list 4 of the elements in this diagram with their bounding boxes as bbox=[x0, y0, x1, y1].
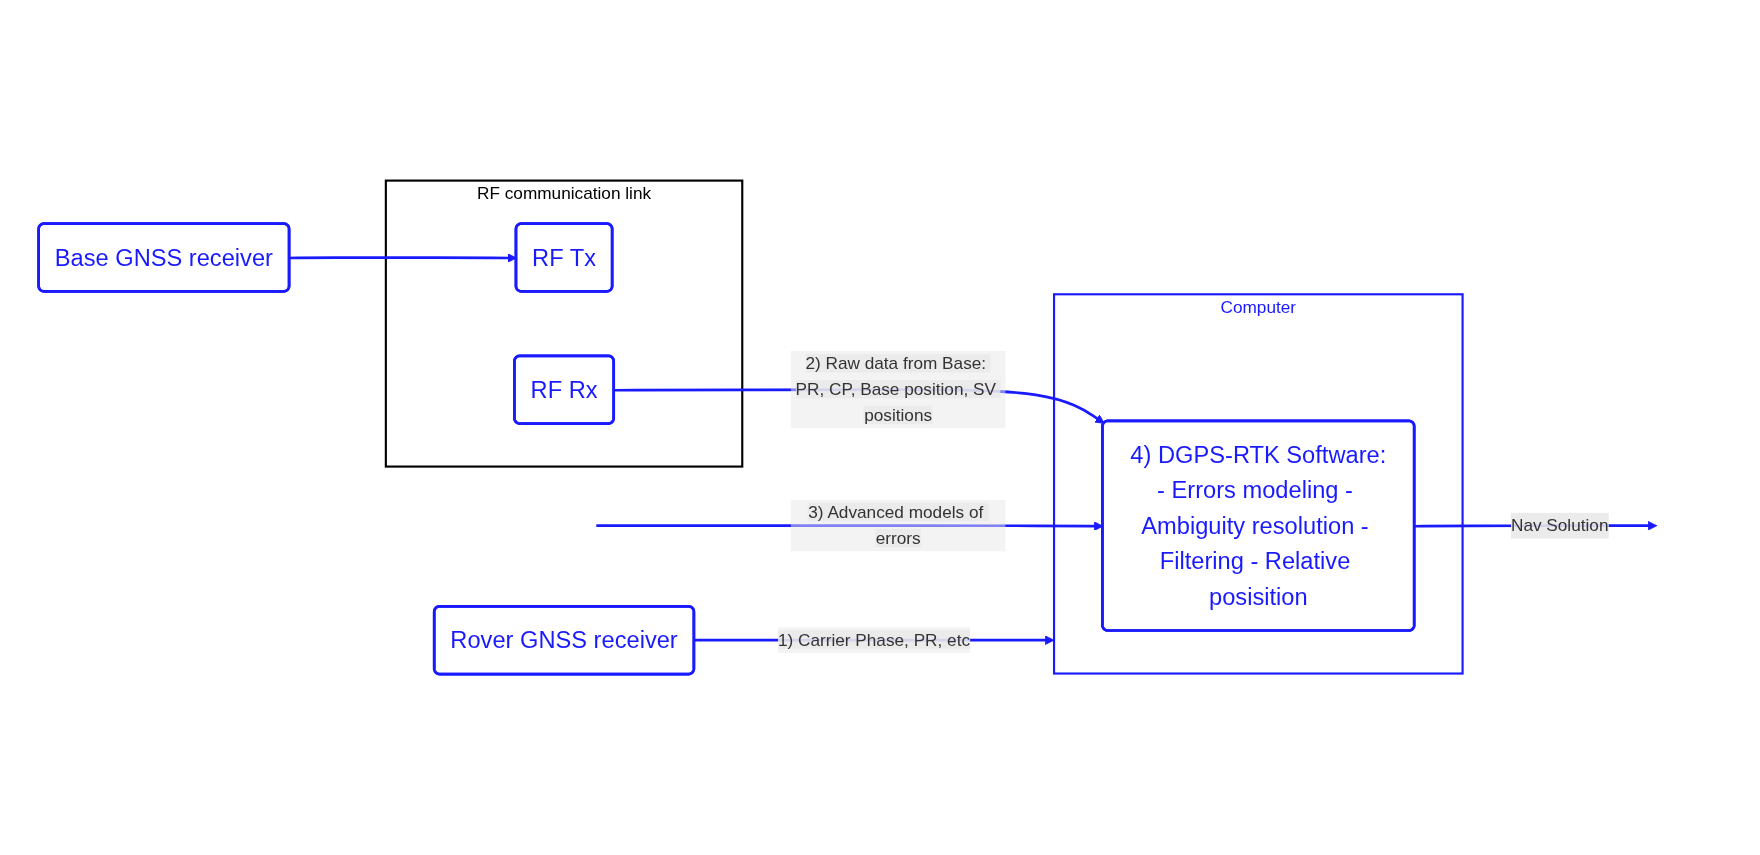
edge-label: 1) Carrier Phase, PR, etc bbox=[777, 630, 971, 649]
edge-label: 3) Advanced models of errors bbox=[808, 503, 984, 548]
edge-label: Nav Solution bbox=[1510, 516, 1609, 535]
edge-label: 2) Raw data from Base: PR, CP, Base position, SV positions bbox=[795, 354, 996, 425]
